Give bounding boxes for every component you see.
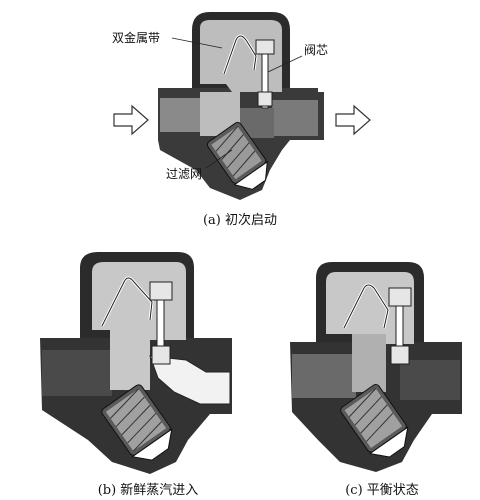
label-strainer: 过滤网	[166, 167, 202, 181]
figure-a-initial-start: 双金属带 阀芯 过滤网 (a) 初次启动	[112, 12, 371, 228]
caption-b: (b) 新鲜蒸汽进入	[98, 482, 199, 498]
figure-c-equilibrium: (c) 平衡状态	[290, 262, 462, 498]
outlet-passage	[400, 360, 460, 400]
caption-c: (c) 平衡状态	[345, 483, 419, 498]
figure-b-fresh-steam: (b) 新鲜蒸汽进入	[40, 252, 232, 498]
inner-channel	[352, 334, 386, 392]
upper-chamber	[200, 20, 282, 92]
label-valve-core: 阀芯	[304, 43, 328, 57]
inner-channel	[110, 330, 150, 390]
valve-nut	[388, 287, 412, 307]
inlet-passage	[42, 350, 112, 396]
strainer	[101, 384, 173, 461]
strainer	[206, 121, 268, 190]
outlet-passage	[272, 100, 318, 136]
inlet-passage	[292, 354, 356, 398]
valve-nut	[255, 39, 275, 55]
strainer	[340, 384, 409, 458]
bimetal-leader	[171, 37, 223, 49]
valve-core-leader	[267, 55, 303, 73]
upper-chamber	[92, 262, 186, 340]
strainer-leader	[205, 149, 233, 169]
caption-a: (a) 初次启动	[203, 212, 277, 228]
inlet-arrow	[113, 104, 149, 136]
label-bimetal-strip: 双金属带	[112, 30, 160, 45]
valve-nut	[149, 281, 173, 301]
outlet-arrow	[335, 104, 371, 136]
steam-outlet	[149, 355, 231, 405]
